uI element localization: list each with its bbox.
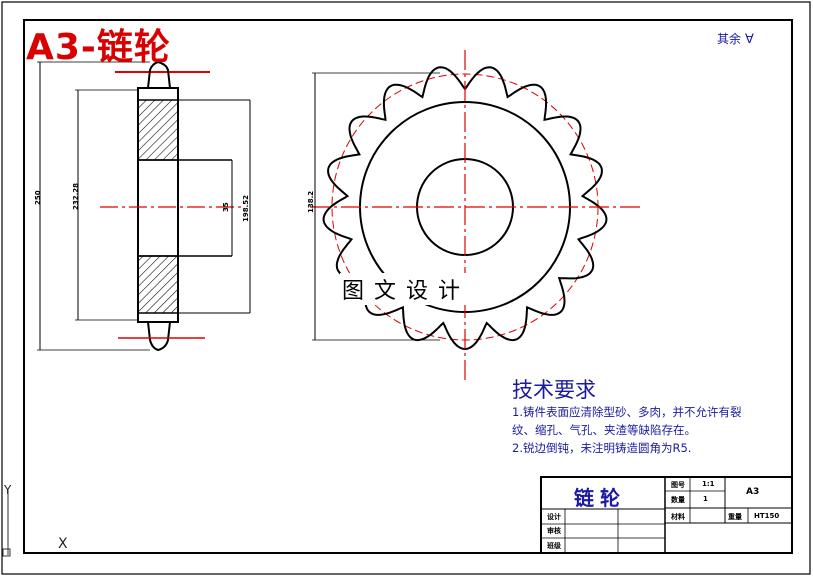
tech-requirement-line: 纹、缩孔、气孔、夹渣等缺陷存在。 — [512, 423, 696, 437]
title-block-cell-label: 数量 — [671, 496, 685, 504]
dim-front-diameter: 138.2 — [307, 190, 315, 213]
inner-border — [23, 19, 793, 554]
drawing-title: A3-链轮 — [26, 27, 171, 68]
tech-requirements-title: 技术要求 — [512, 378, 596, 402]
title-block-ratio: 1:1 — [702, 480, 715, 488]
title-block-row-label: 审核 — [547, 527, 561, 535]
dim-root-diameter: 198.52 — [242, 194, 250, 222]
title-block-cell-label: 重量 — [728, 513, 742, 521]
dim-pitch-diameter: 232.28 — [72, 182, 80, 210]
roughness-symbol-icon: ∀ — [745, 32, 754, 47]
sprocket-body — [137, 87, 179, 323]
hatch-upper — [137, 99, 179, 161]
title-block — [540, 476, 793, 554]
gear-tooth-outline — [322, 66, 608, 351]
title-block-material: HT150 — [754, 512, 780, 520]
title-block-row-label: 设计 — [547, 513, 561, 521]
title-block-part-name: 链轮 — [574, 486, 626, 510]
front-view — [310, 50, 640, 382]
ucs-x-label: X — [58, 536, 68, 552]
ucs-y-label: Y — [4, 483, 12, 497]
title-block-cell-label: 图号 — [671, 481, 685, 489]
dim-hub-width: 35 — [222, 202, 230, 212]
title-block-cell-label: 材料 — [671, 513, 685, 521]
tech-requirement-line: 2.锐边倒钝，未注明铸造圆角为R5. — [512, 441, 692, 455]
dim-outer-diameter: 250 — [34, 190, 42, 205]
tooth-top — [138, 60, 178, 89]
roughness-label: 其余 — [717, 32, 742, 46]
side-section-view — [37, 60, 251, 352]
watermark-text: 图文设计 — [340, 273, 473, 305]
tech-requirement-line: 1.铸件表面应清除型砂、多肉，并不允许有裂 — [512, 405, 742, 419]
title-block-row-label: 班级 — [547, 542, 561, 550]
title-block-count: 1 — [703, 495, 708, 503]
title-block-format: A3 — [746, 487, 760, 497]
surface-roughness-note: 其余∀ — [717, 30, 754, 47]
tooth-bottom — [138, 321, 178, 352]
hatch-lower — [137, 255, 179, 314]
ucs-icon — [2, 490, 11, 557]
